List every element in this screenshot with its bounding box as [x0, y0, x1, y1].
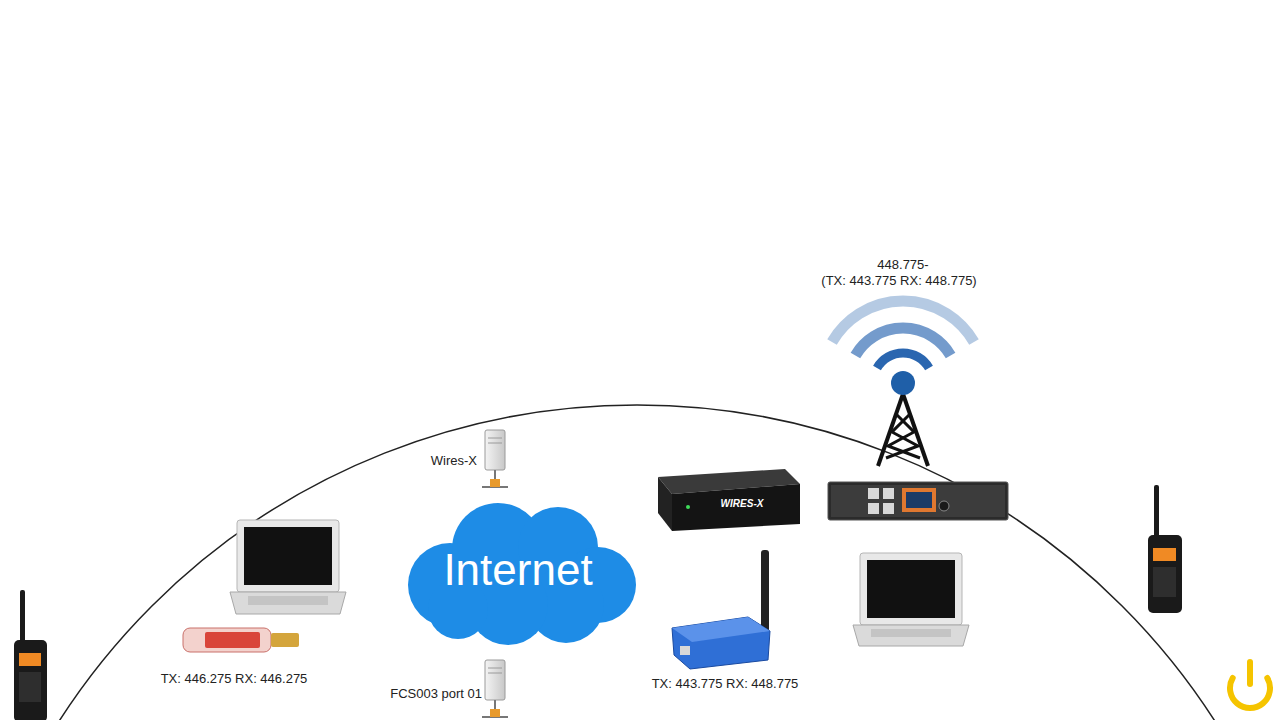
laptop-screen [244, 527, 332, 585]
laptop [230, 520, 346, 614]
repeater-button [868, 488, 879, 499]
radio-screen [19, 653, 41, 666]
antenna-ball [891, 371, 915, 395]
server-port [490, 709, 500, 717]
server-slot [488, 673, 502, 674]
radio-tower [832, 301, 974, 466]
laptop-lid [860, 553, 962, 625]
dongle-case [183, 628, 271, 652]
radio-screen [1153, 548, 1176, 561]
laptop-base [853, 625, 969, 646]
device-logo: WIRES-X [721, 496, 764, 511]
node-label: Internet [398, 497, 638, 647]
radio-keypad [19, 672, 41, 702]
repeater-case [828, 482, 1008, 520]
server-case [485, 430, 505, 470]
laptop [853, 553, 969, 646]
power-bar [1247, 662, 1253, 684]
radio-antenna [1154, 485, 1159, 539]
laptop-keyboard [248, 596, 328, 605]
radio-body [14, 640, 47, 720]
repeater-screen [902, 488, 936, 512]
radio-antenna [20, 590, 25, 644]
power-icon [1230, 662, 1270, 708]
server-case [485, 660, 505, 700]
server-icon [482, 430, 508, 487]
repeater [828, 482, 1008, 520]
hotspot-case [672, 617, 770, 669]
radio-keypad [1153, 567, 1176, 597]
handheld-radio [14, 590, 47, 720]
radio-body [1148, 535, 1182, 613]
device-side [658, 477, 672, 531]
laptop-keyboard [871, 629, 951, 637]
power-led [686, 505, 690, 509]
server-slot [488, 443, 502, 444]
laptop-screen [867, 560, 955, 618]
repeater-knob [939, 501, 949, 511]
ethernet-port [680, 646, 690, 655]
dongle-board [205, 632, 260, 648]
hotspot [672, 550, 770, 669]
repeater-button [883, 503, 894, 514]
sma-connector [271, 633, 299, 647]
radio-wave [832, 301, 974, 342]
coverage-arc [0, 405, 1280, 720]
repeater-button [883, 488, 894, 499]
server-slot [488, 668, 502, 669]
server-slot [488, 438, 502, 439]
laptop-lid [237, 520, 339, 592]
server-icon [482, 660, 508, 717]
server-port [490, 479, 500, 487]
frequency-label: FCS003 port 01 [390, 686, 482, 701]
laptop-base [230, 592, 346, 614]
device-front [672, 484, 800, 531]
frequency-label: Wires-X [431, 453, 477, 468]
frequency-label: TX: 446.275 RX: 446.275 [161, 671, 308, 686]
repeater-button [868, 503, 879, 514]
wires-x-interface [658, 469, 800, 531]
hotspot-antenna [761, 550, 769, 632]
handheld-radio [1148, 485, 1182, 613]
tower-brace [886, 414, 920, 458]
usb-dongle [183, 628, 299, 652]
hotspot-top [672, 617, 770, 642]
repeater-display [906, 492, 932, 508]
frequency-label: 448.775- [877, 257, 928, 272]
radio-wave [877, 353, 929, 368]
internet-cloud: Internet [398, 497, 638, 647]
frequency-label: (TX: 443.775 RX: 448.775) [821, 273, 976, 288]
repeater-panel [831, 485, 1005, 517]
frequency-label: TX: 443.775 RX: 448.775 [652, 676, 799, 691]
